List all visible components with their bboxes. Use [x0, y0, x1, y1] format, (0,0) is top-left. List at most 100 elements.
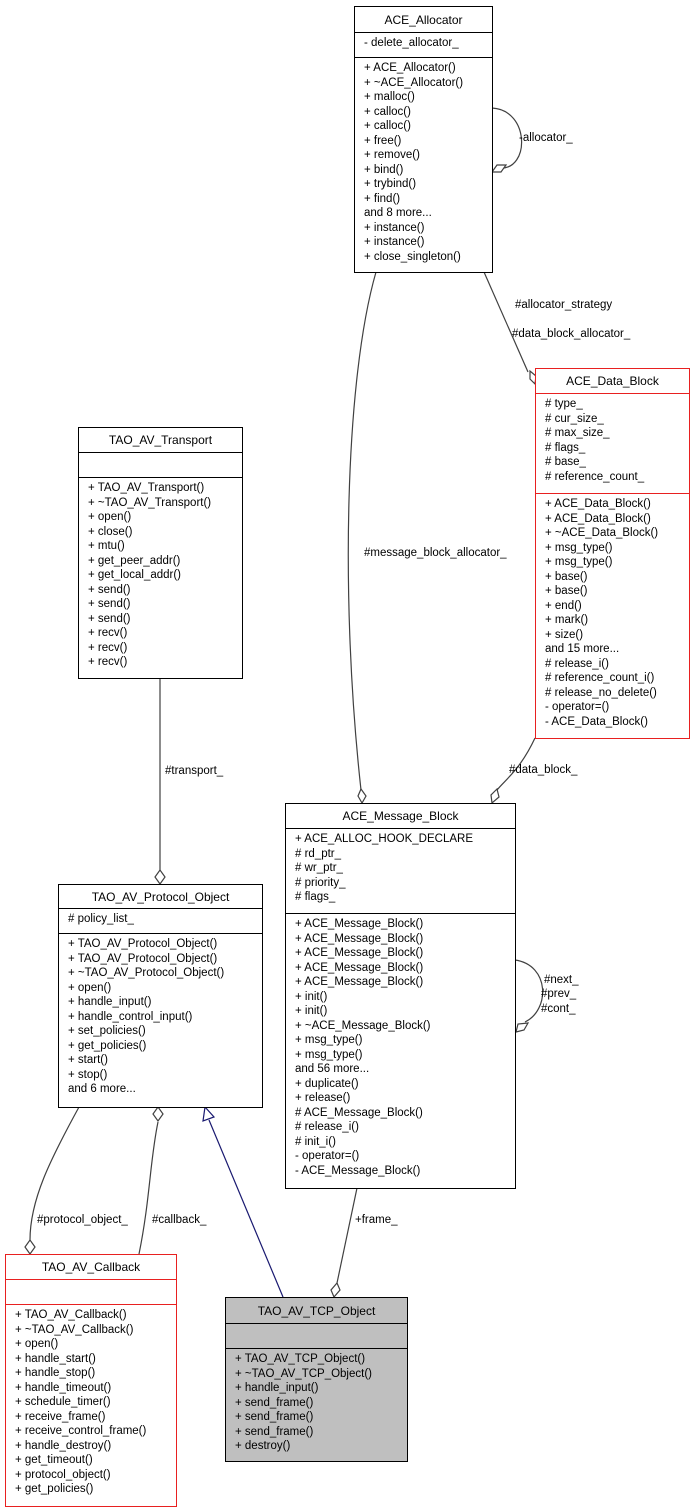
method-row: - operator=() [295, 1150, 360, 1162]
label-data-block-allocator: #data_block_allocator_ [512, 328, 631, 340]
label-prev: #prev_ [541, 988, 577, 1000]
class-ace-allocator[interactable]: ACE_Allocator - delete_allocator_ + ACE_… [354, 6, 493, 273]
method-row: + handle_stop() [15, 1367, 96, 1379]
method-row: + send() [88, 583, 131, 596]
method-row: + instance() [364, 221, 425, 234]
edge-protocol-object-to-callback [29, 1106, 80, 1241]
class-name: TAO_AV_Callback [6, 1255, 176, 1280]
attributes-section: # policy_list_ [59, 909, 262, 934]
method-row: + release() [295, 1092, 351, 1104]
label-next: #next_ [544, 974, 579, 986]
method-row: + duplicate() [295, 1077, 359, 1090]
method-row: - operator=() [545, 701, 610, 713]
attributes-section: - delete_allocator_ [355, 33, 492, 58]
method-row: + handle_input() [235, 1382, 319, 1394]
method-row: # reference_count_i() [545, 672, 655, 684]
method-row: + ACE_Data_Block() [545, 512, 651, 525]
attribute-row: # flags_ [545, 441, 586, 454]
aggregation-diamond [24, 1238, 36, 1256]
method-row: + close() [88, 525, 133, 538]
method-row: + ~TAO_AV_Protocol_Object() [68, 967, 225, 979]
method-row: and 15 more... [545, 643, 620, 655]
class-tao-av-callback[interactable]: TAO_AV_Callback + TAO_AV_Callback()+ ~TA… [5, 1254, 177, 1507]
method-row: + ~TAO_AV_TCP_Object() [235, 1367, 372, 1380]
method-row: + TAO_AV_TCP_Object() [235, 1353, 366, 1365]
method-row: + remove() [364, 149, 420, 161]
methods-section: + TAO_AV_TCP_Object() + ~TAO_AV_TCP_Objec… [226, 1349, 407, 1454]
aggregation-diamond [152, 1105, 164, 1123]
method-row: + init() [295, 1005, 328, 1017]
method-row: # release_no_delete() [545, 686, 657, 699]
method-row: and 56 more... [295, 1063, 370, 1075]
method-row: + handle_input() [68, 996, 152, 1008]
class-name: ACE_Allocator [355, 7, 492, 33]
method-row: + open() [68, 981, 112, 994]
class-name: TAO_AV_Protocol_Object [59, 885, 262, 909]
method-row: # init_i() [295, 1135, 336, 1148]
edge-allocator-to-message-block [347, 271, 377, 791]
method-row: + mtu() [88, 540, 125, 552]
edge-allocator-self [491, 107, 523, 169]
method-row: + get_timeout() [15, 1454, 93, 1466]
method-row: # release_i() [295, 1121, 359, 1133]
attribute-row: # priority_ [295, 876, 346, 889]
method-row: + calloc() [364, 105, 411, 118]
method-row: + size() [545, 628, 584, 641]
attribute-row: # type_ [545, 398, 583, 410]
class-tao-av-protocol-object[interactable]: TAO_AV_Protocol_Object # policy_list_ + … [58, 884, 263, 1108]
method-row: + open() [88, 511, 132, 523]
method-row: + set_policies() [68, 1025, 146, 1037]
edge-message-block-to-tcp-object [336, 1187, 358, 1284]
class-name: ACE_Data_Block [536, 369, 689, 394]
class-ace-data-block[interactable]: ACE_Data_Block # type_ # cur_size_ # max_s… [535, 368, 690, 739]
methods-section: + ACE_Data_Block()+ ACE_Data_Block()+ ~A… [536, 494, 689, 729]
method-row: + schedule_timer() [15, 1396, 111, 1408]
label-callback: #callback_ [152, 1214, 207, 1226]
method-row: + trybind() [364, 178, 417, 190]
method-row: and 8 more... [364, 207, 432, 219]
edge-inheritance [208, 1119, 284, 1298]
class-tao-av-tcp-object[interactable]: TAO_AV_TCP_Object + TAO_AV_TCP_Object()+… [225, 1297, 408, 1462]
method-row: + TAO_AV_Protocol_Object() [68, 938, 218, 950]
method-row: + receive_frame() [15, 1410, 106, 1423]
method-row: + send_frame() [235, 1396, 314, 1409]
method-row: + base() [545, 570, 588, 583]
methods-section: + ACE_Message_Block()+ ACE_Message_Block… [286, 914, 515, 1178]
label-message-block-allocator: #message_block_allocator_ [364, 547, 507, 559]
method-row: + recv() [88, 641, 128, 654]
method-row: + TAO_AV_Transport() [88, 482, 205, 494]
aggregation-diamond [490, 164, 508, 173]
class-ace-message-block[interactable]: ACE_Message_Block + ACE_ALLOC_HOOK_DECLA… [285, 803, 516, 1189]
method-row: + get_policies() [15, 1483, 94, 1495]
method-row: + send_frame() [235, 1411, 314, 1423]
attribute-row: # cur_size_ [545, 412, 604, 425]
method-row: and 6 more... [68, 1083, 136, 1095]
method-row: + start() [68, 1054, 108, 1066]
method-row: + handle_control_input() [68, 1010, 193, 1023]
method-row: # ACE_Message_Block() [295, 1106, 423, 1119]
attribute-row: # wr_ptr_ [295, 862, 343, 874]
attributes-section: + ACE_ALLOC_HOOK_DECLARE# rd_ptr_# wr_pt… [286, 829, 515, 914]
method-row: + free() [364, 134, 402, 147]
method-row: + TAO_AV_Callback() [15, 1309, 127, 1321]
method-row: + end() [545, 599, 582, 612]
method-row: + send() [88, 598, 131, 610]
class-tao-av-transport[interactable]: TAO_AV_Transport + TAO_AV_Transport()+ ~… [78, 427, 243, 679]
method-row: + malloc() [364, 91, 415, 103]
methods-section: + TAO_AV_Callback()+ ~TAO_AV_Callback()+… [6, 1305, 176, 1497]
attribute-row: # base_ [545, 456, 586, 468]
method-row: + handle_destroy() [15, 1439, 112, 1452]
method-row: + ~ACE_Data_Block() [545, 527, 659, 539]
method-row: + send_frame() [235, 1425, 314, 1438]
method-row: + find() [364, 192, 401, 205]
attribute-row: # max_size_ [545, 427, 610, 439]
method-row: + TAO_AV_Protocol_Object() [68, 952, 218, 965]
aggregation-diamond [515, 1022, 530, 1033]
methods-section: + TAO_AV_Protocol_Object() + TAO_AV_Proto… [59, 934, 262, 1097]
method-row: + handle_start() [15, 1352, 96, 1365]
method-row: + msg_type() [545, 541, 613, 554]
inheritance-arrowhead [202, 1105, 216, 1122]
attribute-row: # reference_count_ [545, 470, 645, 483]
method-row: + ACE_Message_Block() [295, 947, 424, 959]
attribute-row: # rd_ptr_ [295, 847, 342, 860]
